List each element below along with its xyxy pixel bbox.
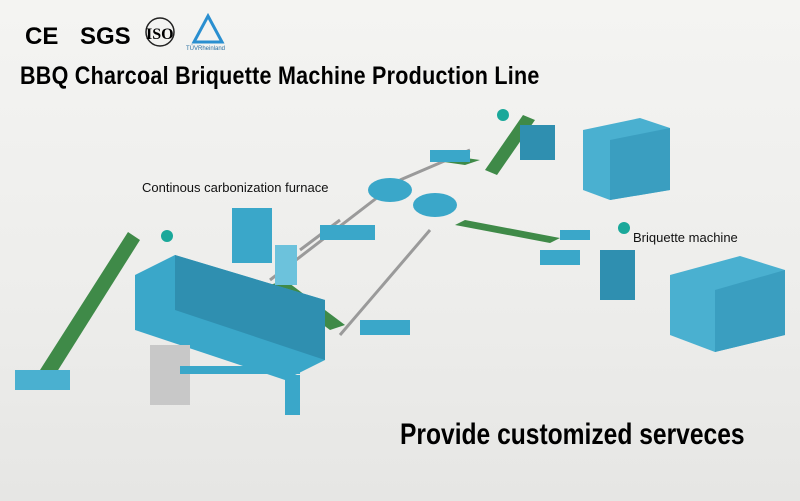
- page-title: BBQ Charcoal Briquette Machine Productio…: [20, 62, 540, 90]
- location-pin-icons: [161, 109, 630, 242]
- slogan: Provide customized serveces: [400, 418, 745, 451]
- furnace-label: Continous carbonization furnace: [142, 180, 329, 195]
- packing-containers: [583, 118, 785, 352]
- ce-logo: CE: [25, 23, 58, 50]
- svg-text:TÜVRheinland: TÜVRheinland: [186, 45, 225, 52]
- certification-logos: CE SGS ISO TÜVRheinland: [25, 12, 225, 52]
- sgs-logo: SGS: [80, 23, 131, 50]
- carbonization-furnace: [135, 208, 325, 415]
- iso-logo: [145, 17, 175, 47]
- mixers-and-dryers: [320, 125, 635, 335]
- briquette-machine-label: Briquette machine: [633, 230, 738, 245]
- tuv-logo: [191, 12, 225, 44]
- feed-hopper: [15, 370, 70, 390]
- svg-text:ISO: ISO: [146, 26, 174, 43]
